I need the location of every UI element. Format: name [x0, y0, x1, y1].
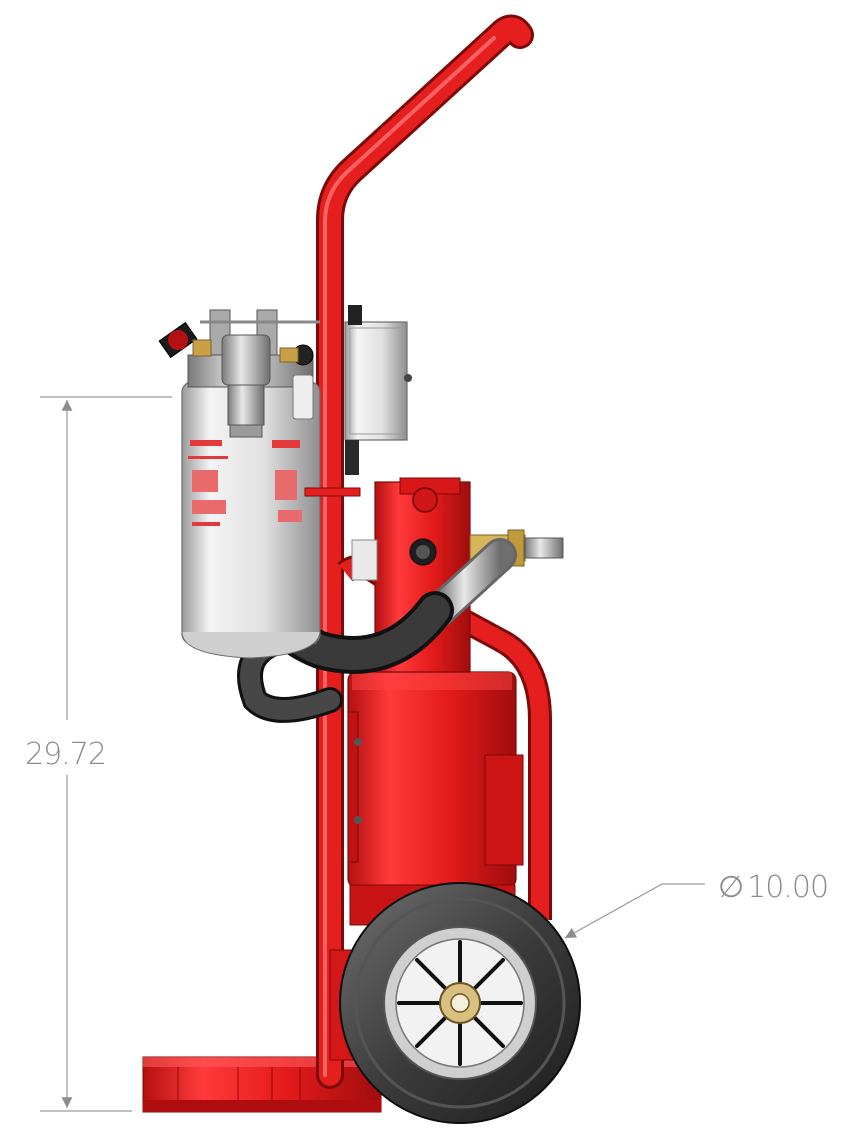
- filter-canister-icon: [158, 309, 321, 659]
- height-dimension: 29.72: [25, 396, 172, 1112]
- wheel-icon: [339, 882, 581, 1124]
- wheel-diameter-value: 10.00: [747, 870, 828, 905]
- height-dimension-label: 29.72: [25, 737, 106, 772]
- wheel-diameter-label: ∅10.00: [718, 870, 828, 905]
- diameter-symbol: ∅: [718, 870, 743, 905]
- junction-box-icon: [344, 305, 412, 475]
- handle-icon: [316, 14, 534, 1089]
- cross-bar-icon: [304, 487, 361, 497]
- base-plate-icon: [142, 1056, 382, 1113]
- wheel-diameter-dimension: ∅10.00: [564, 870, 829, 939]
